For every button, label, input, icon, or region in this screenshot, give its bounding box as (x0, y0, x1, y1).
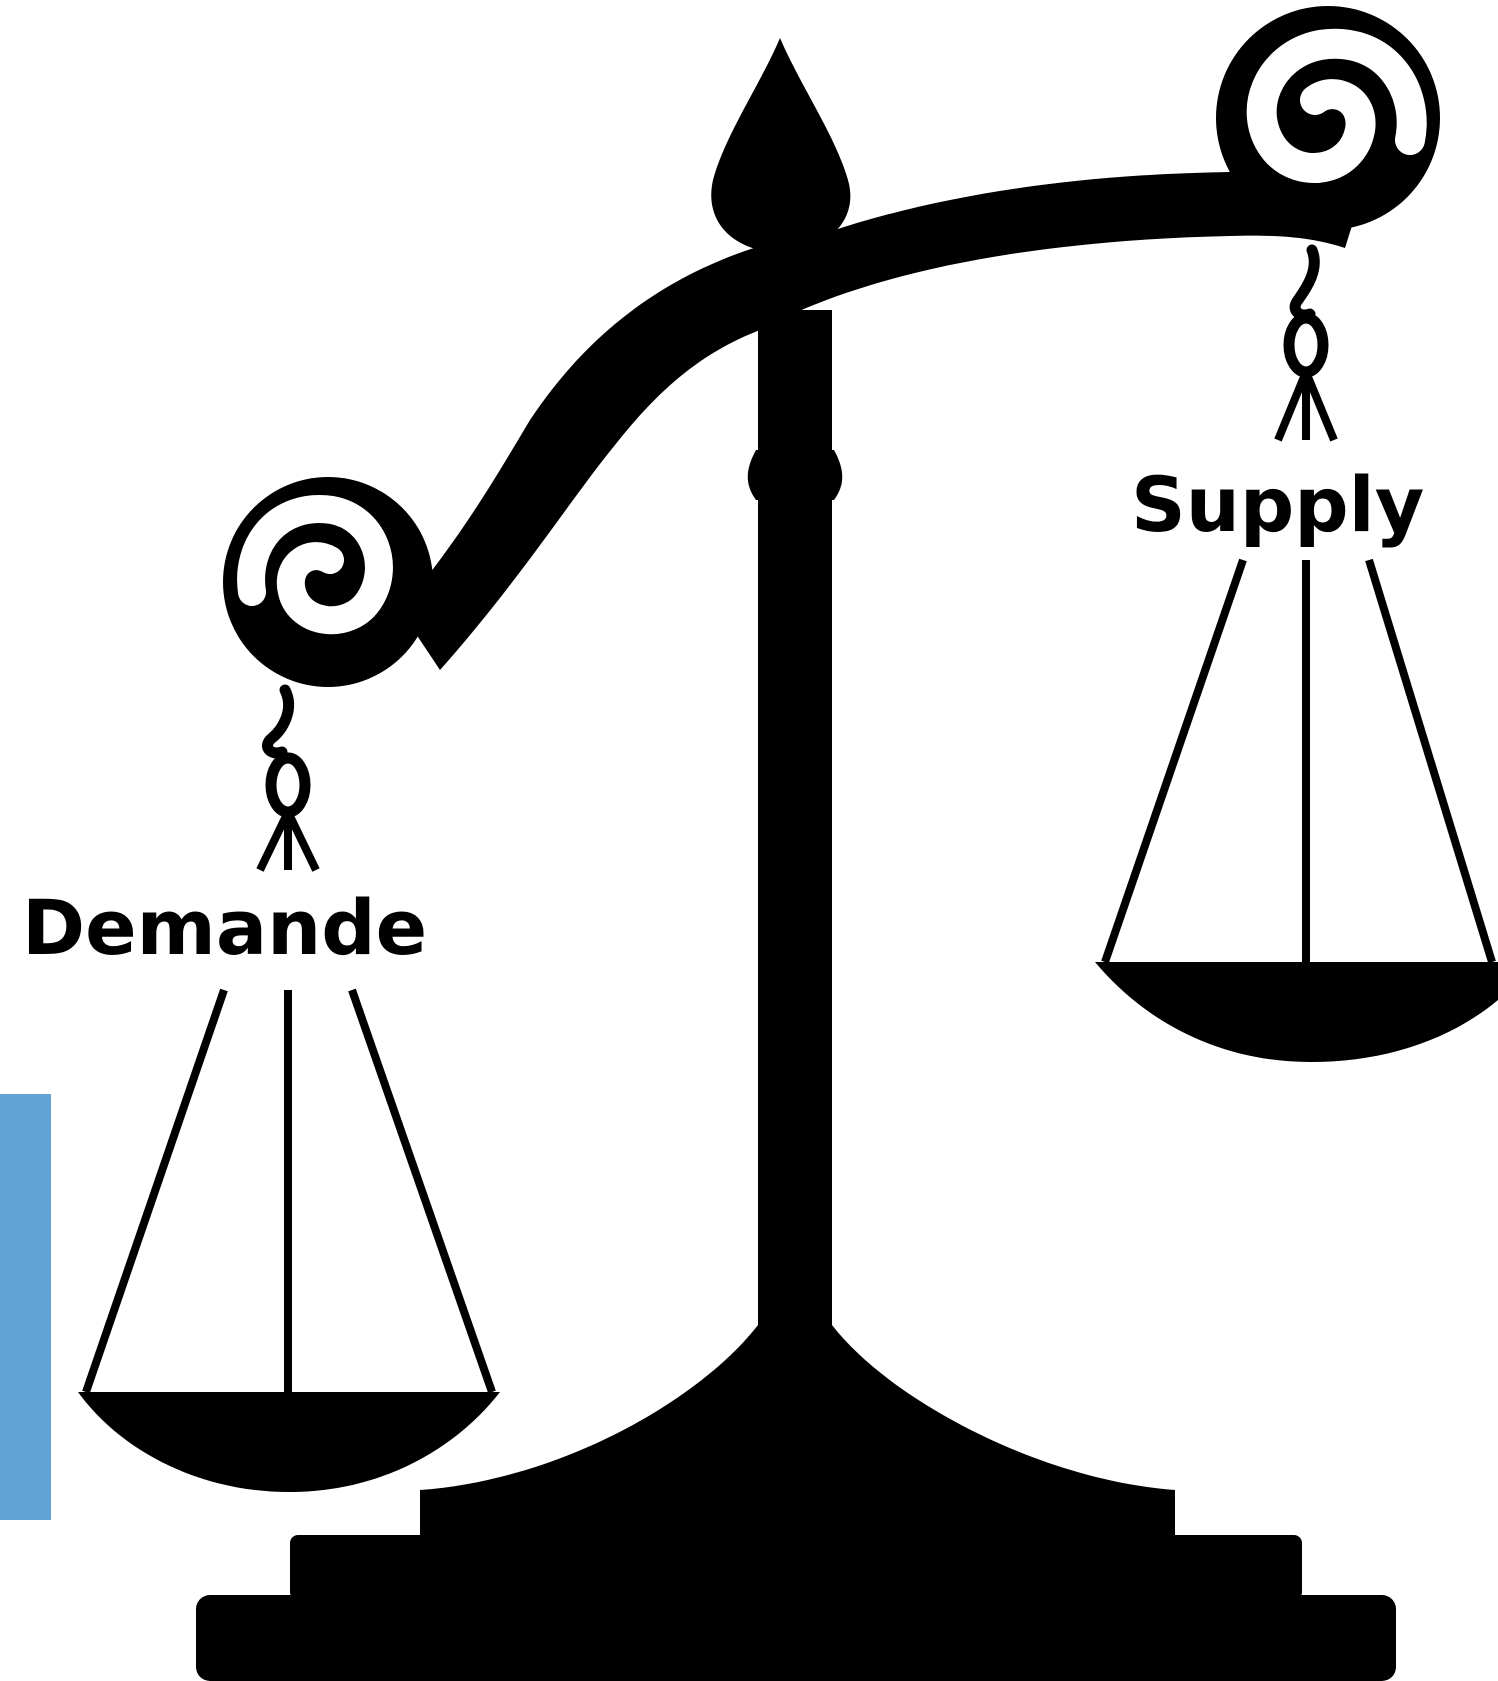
post-collar (748, 450, 843, 500)
right-string-top-left (1278, 372, 1306, 440)
right-hook (1295, 250, 1314, 315)
supply-label: Supply (1131, 467, 1424, 543)
right-string-right (1369, 560, 1492, 962)
base-step-2 (290, 1535, 1302, 1600)
left-string-right (352, 990, 492, 1392)
right-ring (1289, 318, 1323, 372)
left-string-top-left (260, 812, 288, 870)
demand-label: Demande (22, 890, 427, 966)
left-string-left (86, 990, 224, 1392)
left-pan-bowl (78, 1392, 500, 1492)
base-step-3 (196, 1595, 1396, 1681)
right-string-left (1105, 560, 1243, 962)
left-string-top-right (288, 812, 316, 870)
right-pan-bowl (1095, 962, 1498, 1062)
scale-finial (711, 38, 850, 250)
scale-beam-left (400, 240, 790, 670)
left-ring (271, 758, 305, 812)
left-hook (267, 690, 288, 753)
right-string-top-right (1306, 372, 1334, 440)
